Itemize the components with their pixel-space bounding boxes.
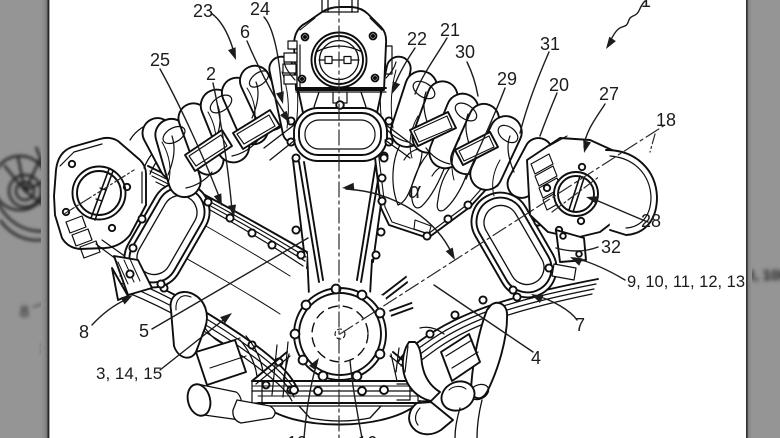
svg-text:25: 25: [150, 50, 170, 70]
svg-text:21: 21: [440, 20, 460, 40]
svg-text:19: 19: [287, 433, 307, 438]
svg-text:8: 8: [20, 304, 29, 321]
svg-text:1: 1: [641, 0, 651, 11]
svg-text:16: 16: [357, 433, 377, 438]
svg-text:8, 108: 8, 108: [746, 267, 780, 284]
svg-text:20: 20: [549, 75, 569, 95]
svg-text:2: 2: [206, 64, 216, 84]
svg-text:22: 22: [407, 29, 427, 49]
svg-text:3, 14, 15: 3, 14, 15: [96, 364, 162, 383]
svg-text:9, 10, 11, 12, 13: 9, 10, 11, 12, 13: [627, 273, 745, 291]
svg-text:29: 29: [497, 69, 517, 89]
svg-text:4: 4: [531, 348, 541, 368]
svg-text:7: 7: [575, 315, 585, 335]
svg-text:27: 27: [599, 84, 619, 104]
svg-text:18: 18: [656, 110, 676, 130]
svg-text:24: 24: [250, 0, 270, 19]
svg-text:5: 5: [139, 321, 149, 341]
svg-text:30: 30: [455, 42, 475, 62]
svg-text:23: 23: [193, 1, 213, 21]
svg-text:28: 28: [641, 211, 661, 231]
svg-text:31: 31: [540, 34, 560, 54]
svg-text:α: α: [408, 178, 422, 203]
svg-text:8: 8: [79, 322, 89, 342]
svg-text:32: 32: [601, 237, 621, 257]
svg-text:6: 6: [240, 22, 250, 42]
